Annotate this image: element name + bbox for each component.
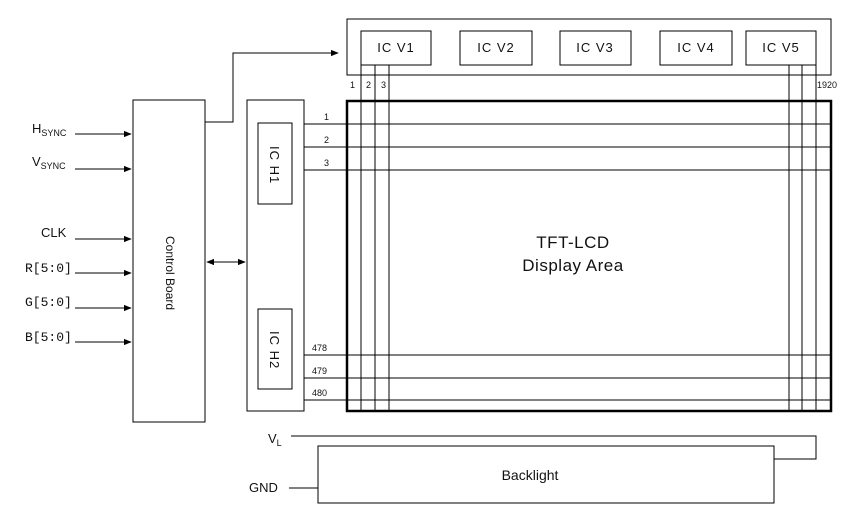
display-subtitle: Display Area bbox=[522, 256, 623, 275]
r-label: R[5:0] bbox=[25, 261, 72, 276]
control-to-column-driver-arrow bbox=[205, 49, 339, 123]
ic-h1-label: IC H1 bbox=[267, 146, 282, 184]
row-number-478: 478 bbox=[312, 343, 327, 353]
column-number-3: 3 bbox=[381, 80, 386, 90]
ic-h2-label: IC H2 bbox=[267, 331, 282, 369]
ic-v5-box bbox=[745, 30, 817, 66]
control-board-box bbox=[132, 99, 206, 423]
column-number-2: 2 bbox=[366, 80, 371, 90]
vl-label: VL bbox=[268, 431, 282, 448]
input-signals: HSYNC VSYNC CLK R[5:0] G[5:0] B[5:0] bbox=[25, 121, 132, 346]
row-number-1: 1 bbox=[324, 112, 329, 122]
backlight-box bbox=[317, 445, 775, 504]
ic-h1-box bbox=[257, 122, 293, 205]
ic-v2-label: IC V2 bbox=[477, 40, 515, 55]
ic-v2-box bbox=[459, 30, 533, 66]
vsync-label: VSYNC bbox=[32, 154, 66, 171]
row-number-3: 3 bbox=[324, 158, 329, 168]
ic-h2-box bbox=[257, 308, 293, 390]
hsync-label: HSYNC bbox=[32, 121, 67, 138]
column-number-1: 1 bbox=[350, 80, 355, 90]
column-lines bbox=[360, 65, 817, 411]
display-title: TFT-LCD bbox=[536, 233, 609, 252]
ic-v1-box bbox=[360, 30, 432, 66]
row-lines bbox=[304, 123, 831, 401]
ic-v4-label: IC V4 bbox=[677, 40, 715, 55]
display-area-frame bbox=[345, 99, 833, 413]
control-board-label: Control Board bbox=[163, 236, 177, 310]
clk-label: CLK bbox=[41, 225, 67, 240]
vl-wire bbox=[291, 435, 817, 460]
ic-v3-label: IC V3 bbox=[576, 40, 614, 55]
row-number-2: 2 bbox=[324, 135, 329, 145]
row-number-479: 479 bbox=[312, 366, 327, 376]
ic-v4-box bbox=[659, 30, 733, 66]
ic-v3-box bbox=[559, 30, 632, 66]
g-label: G[5:0] bbox=[25, 295, 72, 310]
row-number-480: 480 bbox=[312, 388, 327, 398]
column-number-1920: 1920 bbox=[817, 80, 837, 90]
ic-v5-label: IC V5 bbox=[762, 40, 800, 55]
backlight-label: Backlight bbox=[502, 467, 559, 483]
ic-v1-label: IC V1 bbox=[377, 40, 415, 55]
gnd-label: GND bbox=[249, 480, 278, 495]
b-label: B[5:0] bbox=[25, 330, 72, 345]
